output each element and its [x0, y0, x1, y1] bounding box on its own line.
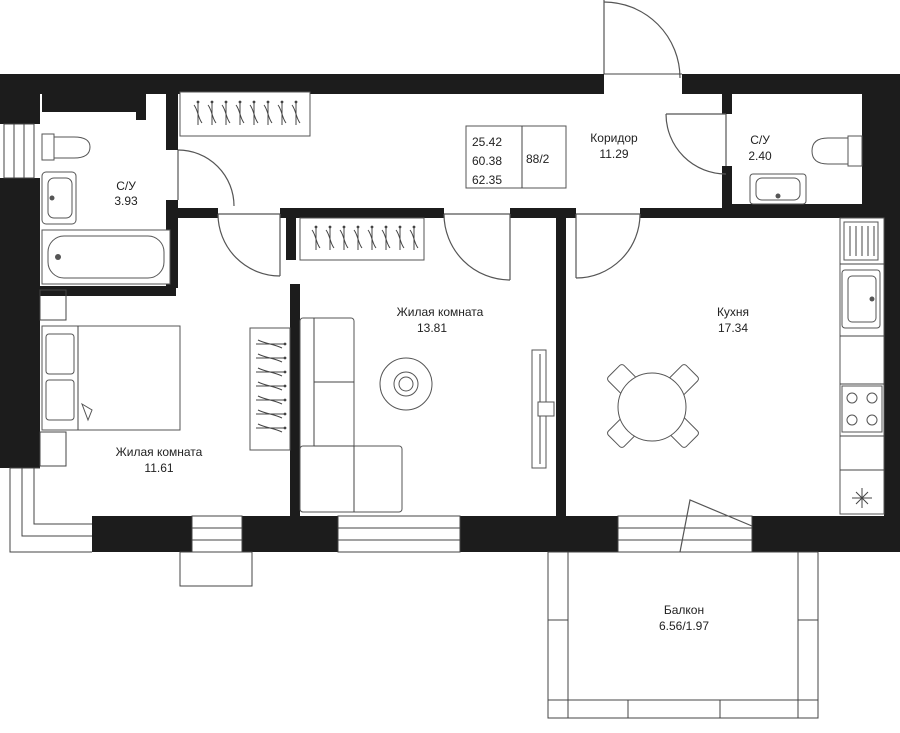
tv-stand [531, 349, 555, 469]
exterior-walls [0, 74, 900, 552]
total-area-value: 60.38 [472, 154, 502, 168]
area-summary-box: 25.42 60.38 62.35 88/2 [465, 125, 567, 189]
living-area-value: 25.42 [472, 135, 502, 149]
bathroom-right-name: С/У [750, 133, 770, 147]
living-room-center-area: 13.81 [417, 321, 447, 335]
living-room-left-area: 11.61 [144, 461, 173, 475]
kitchen-counter [839, 217, 885, 515]
bathroom-left-name: С/У [116, 179, 136, 193]
right-bathroom-fixtures [749, 135, 863, 205]
wardrobe-corridor [179, 91, 311, 137]
balcony-area: 6.56/1.97 [659, 619, 709, 633]
sofa [299, 317, 403, 513]
wardrobe-left-room [249, 327, 291, 451]
bathroom-left-area: 3.93 [114, 194, 138, 208]
left-bathroom-fixtures [41, 133, 171, 285]
left-windows [3, 123, 92, 553]
faucet-icon [49, 195, 55, 201]
living-room-left-name: Жилая комната [116, 445, 203, 459]
kitchen-area: 17.34 [718, 321, 748, 335]
total-with-balcony-value: 62.35 [472, 173, 502, 187]
wardrobe-center-room [299, 217, 425, 261]
round-table [379, 357, 433, 411]
bed [41, 325, 181, 431]
bathroom-right-area: 2.40 [748, 149, 772, 163]
corridor-area: 11.29 [599, 147, 628, 161]
apartment-number: 88/2 [526, 152, 550, 166]
room-labels: С/У 3.93 Коридор 11.29 С/У 2.40 Жилая ко… [114, 131, 772, 633]
living-room-center-name: Жилая комната [397, 305, 484, 319]
corridor-name: Коридор [590, 131, 638, 145]
kitchen-name: Кухня [717, 305, 749, 319]
interior-walls [40, 94, 890, 516]
balcony-outline [547, 551, 819, 719]
ventilation-icon [852, 488, 872, 508]
door-swings [177, 113, 727, 281]
dining-set [607, 364, 699, 448]
entrance-door [603, 0, 682, 79]
balcony-name: Балкон [664, 603, 704, 617]
